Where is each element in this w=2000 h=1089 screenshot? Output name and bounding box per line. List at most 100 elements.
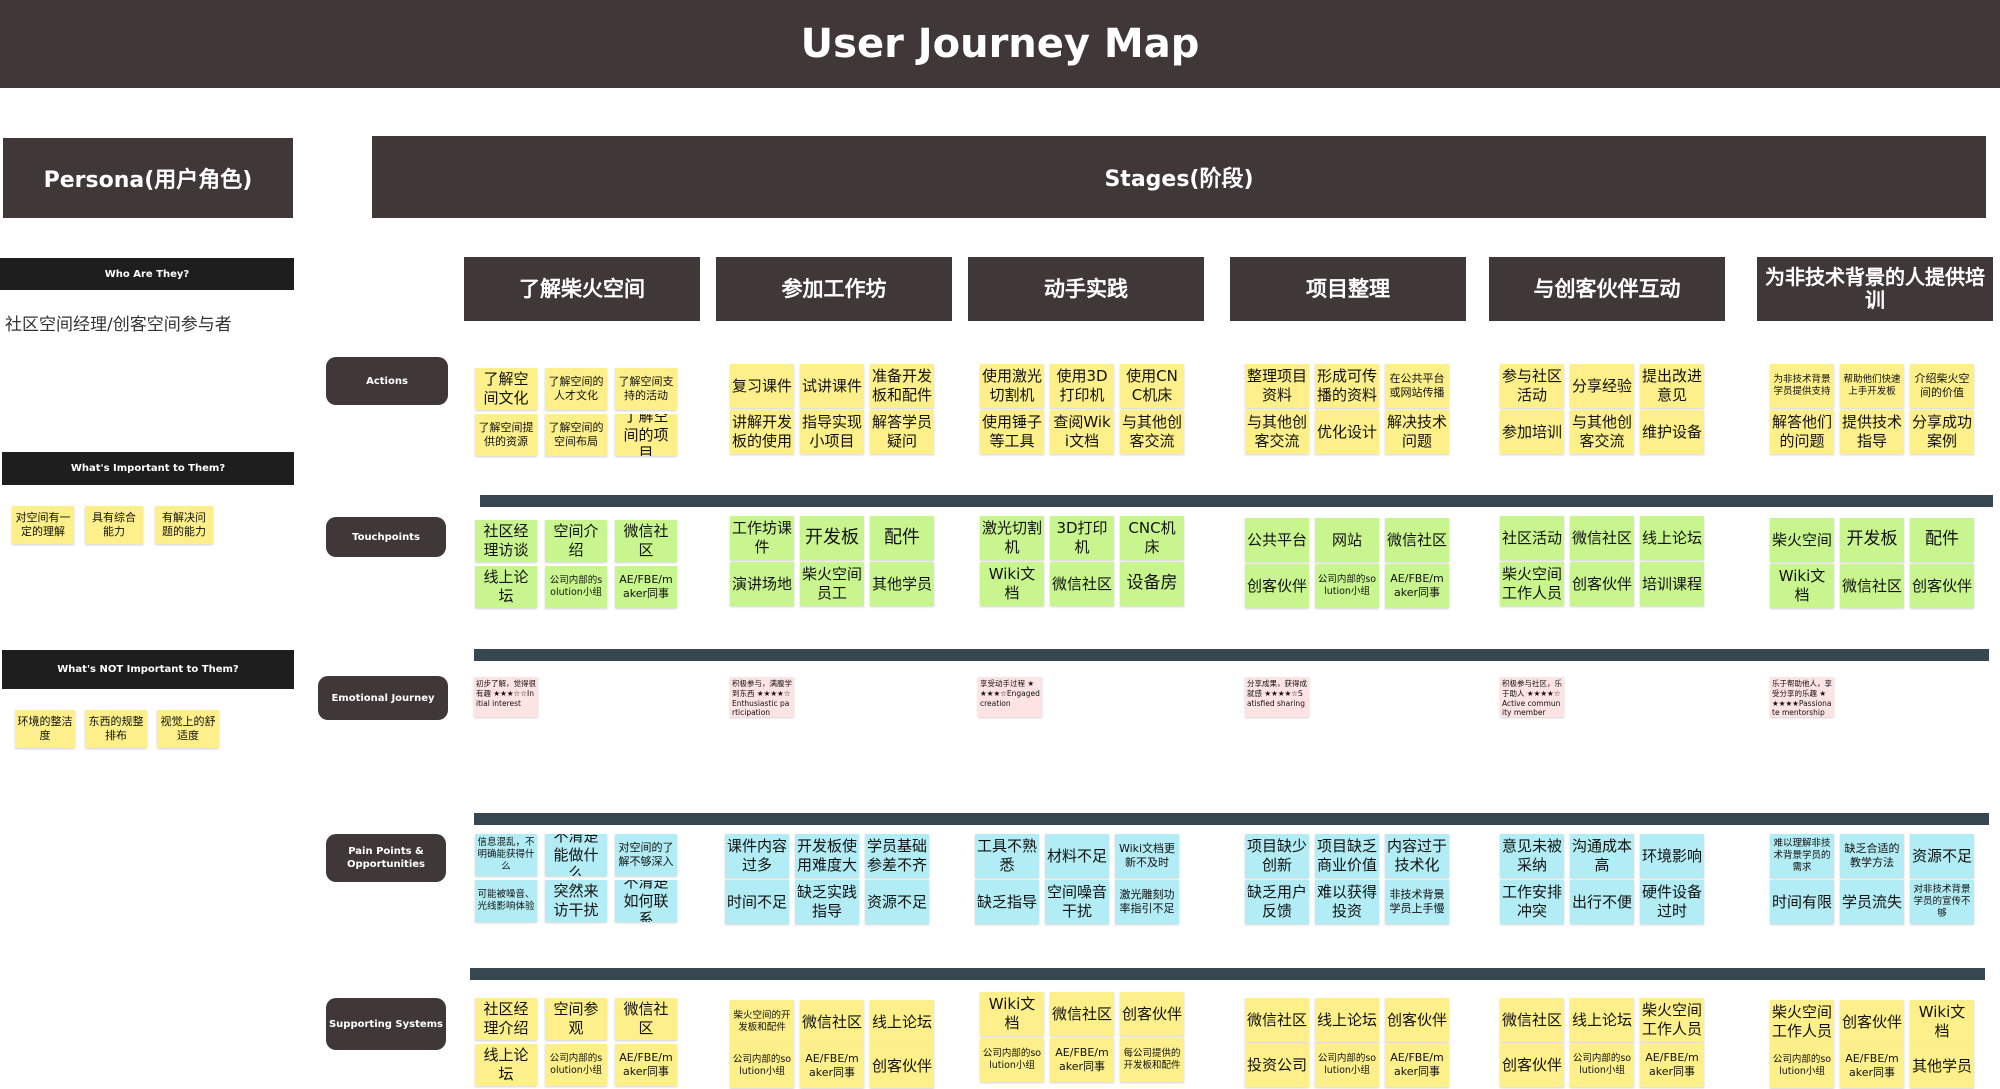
touchpoint-note: 培训课程 xyxy=(1640,562,1704,606)
touchpoint-note: 设备房 xyxy=(1120,562,1184,606)
touchpoint-note: CNC机床 xyxy=(1120,516,1184,560)
action-note: 了解空间支持的活动 xyxy=(615,368,677,410)
row-label-touchpoints: Touchpoints xyxy=(326,517,446,557)
pain-note: 可能被噪音、光线影响体验 xyxy=(475,880,537,922)
touchpoint-note: 创客伙伴 xyxy=(1910,564,1974,608)
touchpoint-note: 其他学员 xyxy=(870,562,934,606)
pain-note: 信息混乱，不明确能获得什么 xyxy=(475,834,537,876)
emotion-note: 积极参与社区，乐于助人 ★★★★☆Active community member xyxy=(1500,677,1564,717)
support-note: 微信社区 xyxy=(800,1000,864,1044)
support-note: 创客伙伴 xyxy=(1120,992,1184,1036)
support-note: 创客伙伴 xyxy=(870,1044,934,1088)
pain-note: 非技术背景学员上手慢 xyxy=(1385,880,1449,924)
pain-note: 缺乏合适的教学方法 xyxy=(1840,834,1904,878)
pain-note: 难以获得投资 xyxy=(1315,880,1379,924)
support-note: 投资公司 xyxy=(1245,1043,1309,1087)
emotion-note: 乐于帮助他人，享受分享的乐趣 ★★★★★Passionate mentorshi… xyxy=(1770,677,1834,717)
pain-note: 内容过于技术化 xyxy=(1385,834,1449,878)
touchpoint-note: 柴火空间工作人员 xyxy=(1500,562,1564,606)
support-note: Wiki文档 xyxy=(980,992,1044,1036)
pain-note: 出行不便 xyxy=(1570,880,1634,924)
action-note: 整理项目资料 xyxy=(1245,364,1309,408)
action-note: 参加培训 xyxy=(1500,410,1564,454)
not-important-header: What's NOT Important to Them? xyxy=(2,650,294,689)
not-important-item: 视觉上的舒适度 xyxy=(157,710,219,748)
touchpoint-note: AE/FBE/maker同事 xyxy=(615,566,677,608)
support-note: 每公司提供的开发板和配件 xyxy=(1120,1038,1184,1082)
action-note: 与其他创客交流 xyxy=(1120,410,1184,454)
support-note: 其他学员 xyxy=(1910,1044,1974,1088)
action-note: 解答他们的问题 xyxy=(1770,410,1834,454)
pain-note: 资源不足 xyxy=(1910,834,1974,878)
action-note: 与其他创客交流 xyxy=(1570,410,1634,454)
stage-header: 了解柴火空间 xyxy=(464,257,700,321)
touchpoint-note: 创客伙伴 xyxy=(1245,564,1309,608)
touchpoint-note: 微信社区 xyxy=(1570,516,1634,560)
action-note: 讲解开发板的使用 xyxy=(730,410,794,454)
pain-note: 不清楚如何联系 xyxy=(615,880,677,922)
support-note: Wiki文档 xyxy=(1910,1000,1974,1044)
pain-note: 项目缺少创新 xyxy=(1245,834,1309,878)
row-divider xyxy=(480,495,1993,507)
support-note: AE/FBE/maker同事 xyxy=(1385,1043,1449,1087)
action-note: 了解空间的项目 xyxy=(615,414,677,456)
support-note: 微信社区 xyxy=(1245,998,1309,1042)
row-label-actions: Actions xyxy=(326,357,448,405)
pain-note: 材料不足 xyxy=(1045,834,1109,878)
pain-note: 资源不足 xyxy=(865,880,929,924)
pain-note: 缺乏用户反馈 xyxy=(1245,880,1309,924)
touchpoint-note: 微信社区 xyxy=(1385,518,1449,562)
support-note: AE/FBE/maker同事 xyxy=(800,1044,864,1088)
action-note: 在公共平台或网站传播 xyxy=(1385,364,1449,408)
support-note: 创客伙伴 xyxy=(1840,1000,1904,1044)
support-note: AE/FBE/maker同事 xyxy=(1640,1043,1704,1087)
action-note: 提供技术指导 xyxy=(1840,410,1904,454)
row-label-emotional: Emotional Journey xyxy=(318,676,448,720)
support-note: AE/FBE/maker同事 xyxy=(1050,1038,1114,1082)
support-note: 公司内部的solution小组 xyxy=(1770,1044,1834,1088)
support-note: 公司内部的solution小组 xyxy=(545,1044,607,1086)
important-header: What's Important to Them? xyxy=(2,452,294,485)
action-note: 使用CNC机床 xyxy=(1120,364,1184,408)
touchpoint-note: 社区活动 xyxy=(1500,516,1564,560)
support-note: 社区经理介绍 xyxy=(475,998,537,1040)
action-note: 维护设备 xyxy=(1640,410,1704,454)
action-note: 了解空间的空间布局 xyxy=(545,414,607,456)
action-note: 指导实现小项目 xyxy=(800,410,864,454)
support-note: 公司内部的solution小组 xyxy=(1315,1043,1379,1087)
support-note: AE/FBE/maker同事 xyxy=(1840,1044,1904,1088)
action-note: 介绍柴火空间的价值 xyxy=(1910,364,1974,408)
pain-note: 环境影响 xyxy=(1640,834,1704,878)
action-note: 形成可传播的资料 xyxy=(1315,364,1379,408)
action-note: 准备开发板和配件 xyxy=(870,364,934,408)
action-note: 提出改进意见 xyxy=(1640,364,1704,408)
important-item: 有解决问题的能力 xyxy=(155,506,213,544)
touchpoint-note: 空间介绍 xyxy=(545,520,607,562)
emotion-note: 享受动手过程 ★★★★☆Engaged creation xyxy=(978,677,1042,717)
pain-note: 空间噪音干扰 xyxy=(1045,880,1109,924)
support-note: 创客伙伴 xyxy=(1385,998,1449,1042)
not-important-item: 东西的规整排布 xyxy=(85,710,147,748)
stage-header: 与创客伙伴互动 xyxy=(1489,257,1725,321)
pain-note: 缺乏实践指导 xyxy=(795,880,859,924)
pain-note: 沟通成本高 xyxy=(1570,834,1634,878)
touchpoint-note: 线上论坛 xyxy=(475,566,537,608)
not-important-item: 环境的整洁度 xyxy=(15,710,75,748)
emotion-note: 积极参与，满腹学到东西 ★★★★☆Enthusiastic participat… xyxy=(730,677,794,717)
support-note: 柴火空间工作人员 xyxy=(1640,998,1704,1042)
who-text: 社区空间经理/创客空间参与者 xyxy=(5,315,232,335)
touchpoint-note: 社区经理访谈 xyxy=(475,520,537,562)
stage-header: 动手实践 xyxy=(968,257,1204,321)
action-note: 使用激光切割机 xyxy=(980,364,1044,408)
touchpoint-note: 3D打印机 xyxy=(1050,516,1114,560)
pain-note: 不清楚能做什么 xyxy=(545,834,607,876)
pain-note: 硬件设备过时 xyxy=(1640,880,1704,924)
touchpoint-note: 微信社区 xyxy=(615,520,677,562)
pain-note: 对空间的了解不够深入 xyxy=(615,834,677,876)
row-divider xyxy=(470,968,1985,980)
action-note: 了解空间提供的资源 xyxy=(475,414,537,456)
touchpoint-note: 配件 xyxy=(1910,518,1974,562)
support-note: 微信社区 xyxy=(1050,992,1114,1036)
action-note: 帮助他们快速上手开发板 xyxy=(1840,364,1904,408)
touchpoint-note: 开发板 xyxy=(800,516,864,560)
